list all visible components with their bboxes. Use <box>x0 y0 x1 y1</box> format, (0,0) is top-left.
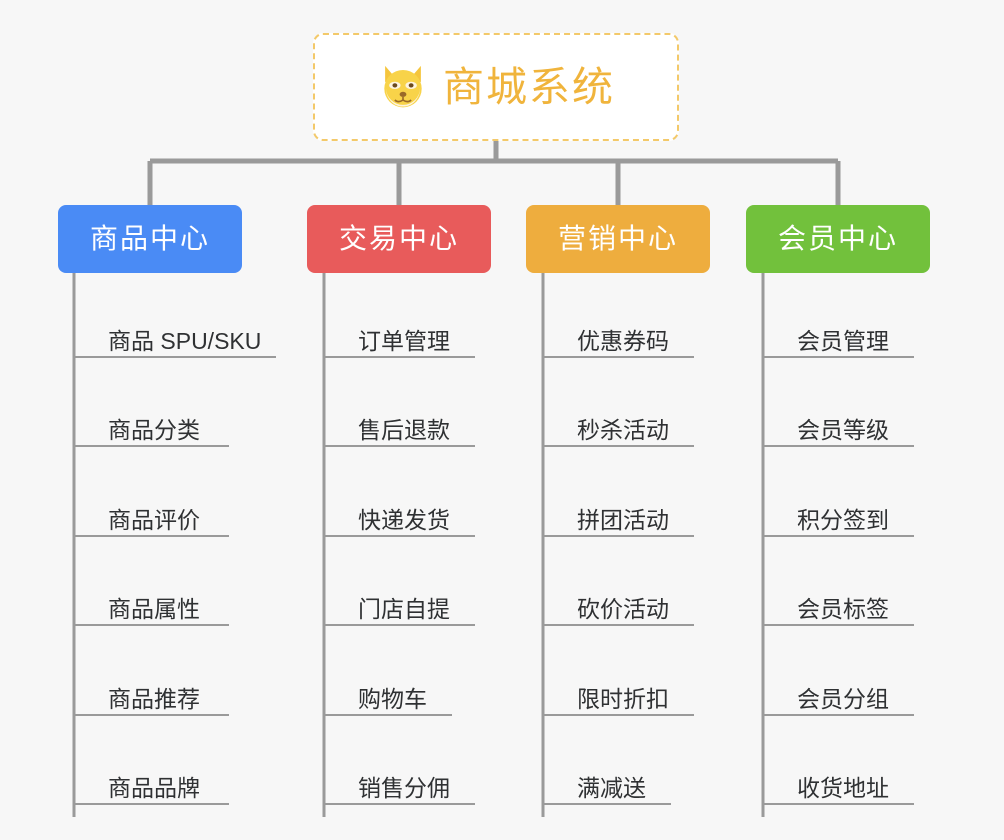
leaf-label: 会员分组 <box>797 685 889 712</box>
leaf-item[interactable]: 销售分佣 <box>324 759 475 805</box>
leaf-item[interactable]: 拼团活动 <box>543 491 694 537</box>
leaf-label: 秒杀活动 <box>577 416 669 443</box>
shiba-dog-face-icon <box>384 65 422 109</box>
leaf-label: 砍价活动 <box>577 595 669 622</box>
leaf-item[interactable]: 商品品牌 <box>74 759 229 805</box>
category-label-3: 营销中心 <box>557 223 678 254</box>
leaf-item[interactable]: 会员标签 <box>763 580 914 626</box>
leaf-item[interactable]: 限时折扣 <box>543 670 694 716</box>
leaf-item[interactable]: 商品评价 <box>74 491 229 537</box>
leaf-label: 销售分佣 <box>358 774 450 801</box>
category-label-1: 商品中心 <box>89 223 210 254</box>
leaf-item[interactable]: 商品 SPU/SKU <box>74 312 276 358</box>
leaf-item[interactable]: 商品分类 <box>74 401 229 447</box>
category-box-4[interactable]: 会员中心 <box>746 205 930 273</box>
leaf-label: 拼团活动 <box>577 506 669 533</box>
leaf-label: 积分签到 <box>797 506 889 533</box>
leaf-item[interactable]: 商品推荐 <box>74 670 229 716</box>
leaf-item[interactable]: 满减送 <box>543 759 671 805</box>
leaf-label: 限时折扣 <box>577 685 669 712</box>
leaf-item[interactable]: 收货地址 <box>763 759 914 805</box>
leaf-label: 会员管理 <box>797 327 889 354</box>
leaf-label: 满减送 <box>577 774 646 801</box>
category-label-4: 会员中心 <box>777 223 898 254</box>
leaf-label: 会员标签 <box>797 595 889 622</box>
leaf-label: 门店自提 <box>358 595 450 622</box>
leaf-item[interactable]: 积分签到 <box>763 491 914 537</box>
leaf-item[interactable]: 商品属性 <box>74 580 229 626</box>
leaf-label: 商品 SPU/SKU <box>108 327 262 354</box>
leaf-label: 商品推荐 <box>108 685 200 712</box>
category-box-3[interactable]: 营销中心 <box>526 205 710 273</box>
leaf-label: 商品品牌 <box>108 774 200 801</box>
leaf-item[interactable]: 订单管理 <box>324 312 475 358</box>
leaf-label: 商品属性 <box>108 595 200 622</box>
leaf-item[interactable]: 会员管理 <box>763 312 914 358</box>
leaf-label: 收货地址 <box>797 774 889 801</box>
leaf-item[interactable]: 砍价活动 <box>543 580 694 626</box>
leaf-label: 优惠券码 <box>577 327 669 354</box>
category-box-1[interactable]: 商品中心 <box>58 205 242 273</box>
leaf-item[interactable]: 秒杀活动 <box>543 401 694 447</box>
root-title: 商城系统 <box>443 63 615 110</box>
leaf-label: 商品评价 <box>108 506 200 533</box>
leaf-item[interactable]: 快递发货 <box>324 491 475 537</box>
leaf-item[interactable]: 门店自提 <box>324 580 475 626</box>
leaf-label: 商品分类 <box>108 416 200 443</box>
category-box-2[interactable]: 交易中心 <box>307 205 491 273</box>
leaf-label: 购物车 <box>358 685 427 712</box>
leaf-label: 快递发货 <box>358 506 450 533</box>
leaf-label: 售后退款 <box>358 416 450 443</box>
leaf-label: 订单管理 <box>358 327 450 354</box>
leaf-item[interactable]: 购物车 <box>324 670 452 716</box>
leaf-item[interactable]: 会员分组 <box>763 670 914 716</box>
leaf-item[interactable]: 会员等级 <box>763 401 914 447</box>
leaf-item[interactable]: 售后退款 <box>324 401 475 447</box>
category-label-2: 交易中心 <box>338 223 459 254</box>
leaf-label: 会员等级 <box>797 416 889 443</box>
root-node[interactable]: 商城系统 <box>313 33 679 141</box>
leaf-item[interactable]: 优惠券码 <box>543 312 694 358</box>
